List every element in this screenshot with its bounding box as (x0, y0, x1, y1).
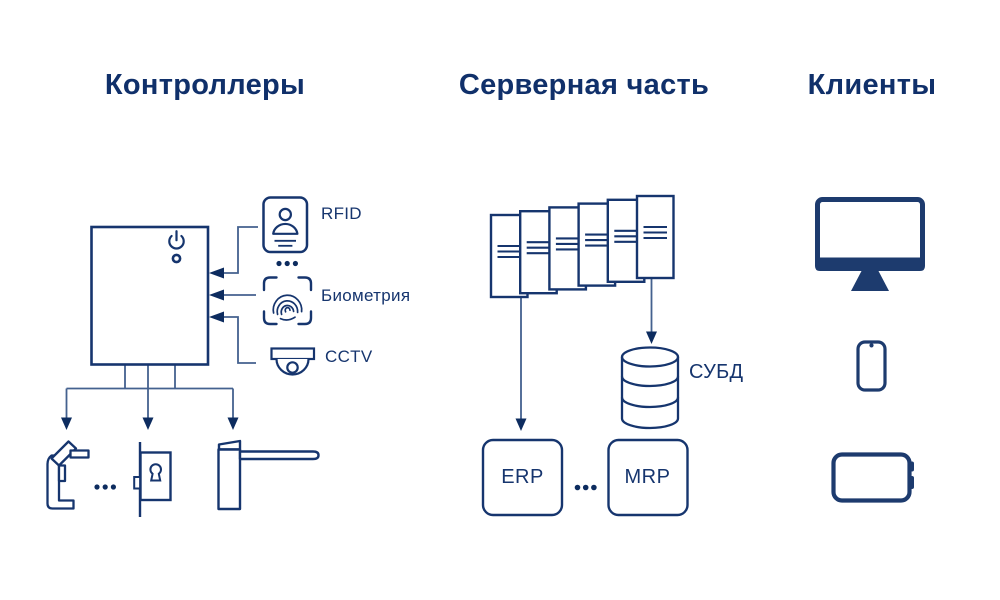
server-unit (635, 194, 675, 280)
erp-label: ERP (501, 466, 544, 488)
access-controller-icon (90, 225, 210, 366)
mrp-label: MRP (624, 466, 671, 488)
database-cylinder-icon (620, 346, 680, 430)
smartphone-icon (856, 340, 887, 392)
desktop-monitor-icon (815, 197, 925, 291)
rfid-card-icon (262, 196, 309, 254)
ellipsis-dots-devices (94, 484, 116, 490)
cctv-label: CCTV (325, 347, 373, 366)
fingerprint-scan-icon (262, 276, 313, 326)
server-arrowheads (515, 331, 657, 431)
controller-input-arrowheads (209, 267, 224, 323)
door-lock-icon (133, 442, 172, 517)
turnstile-icon (46, 440, 90, 510)
section-title-clients: Клиенты (807, 69, 937, 101)
controller-output-arrowheads (61, 417, 239, 430)
section-title-controllers: Контроллеры (104, 69, 306, 101)
mrp-box (607, 438, 689, 517)
power-icon (168, 230, 185, 250)
cctv-dome-camera-icon (270, 347, 316, 376)
controller-input-connectors (222, 226, 258, 364)
rfid-label: RFID (321, 204, 362, 223)
tablet-icon (831, 452, 914, 503)
dbms-label: СУБД (689, 361, 744, 383)
server-stack-icon (489, 194, 675, 299)
server-connectors (520, 278, 653, 419)
ellipsis-dots-systems (574, 484, 597, 491)
led-indicator-icon (171, 253, 182, 264)
biometrics-label: Биометрия (321, 286, 411, 305)
ellipsis-dots-inputs (276, 260, 298, 267)
controller-output-connectors (65, 365, 234, 419)
barrier-gate-icon (217, 439, 320, 511)
erp-box (481, 438, 564, 517)
section-title-server: Серверная часть (458, 69, 710, 101)
